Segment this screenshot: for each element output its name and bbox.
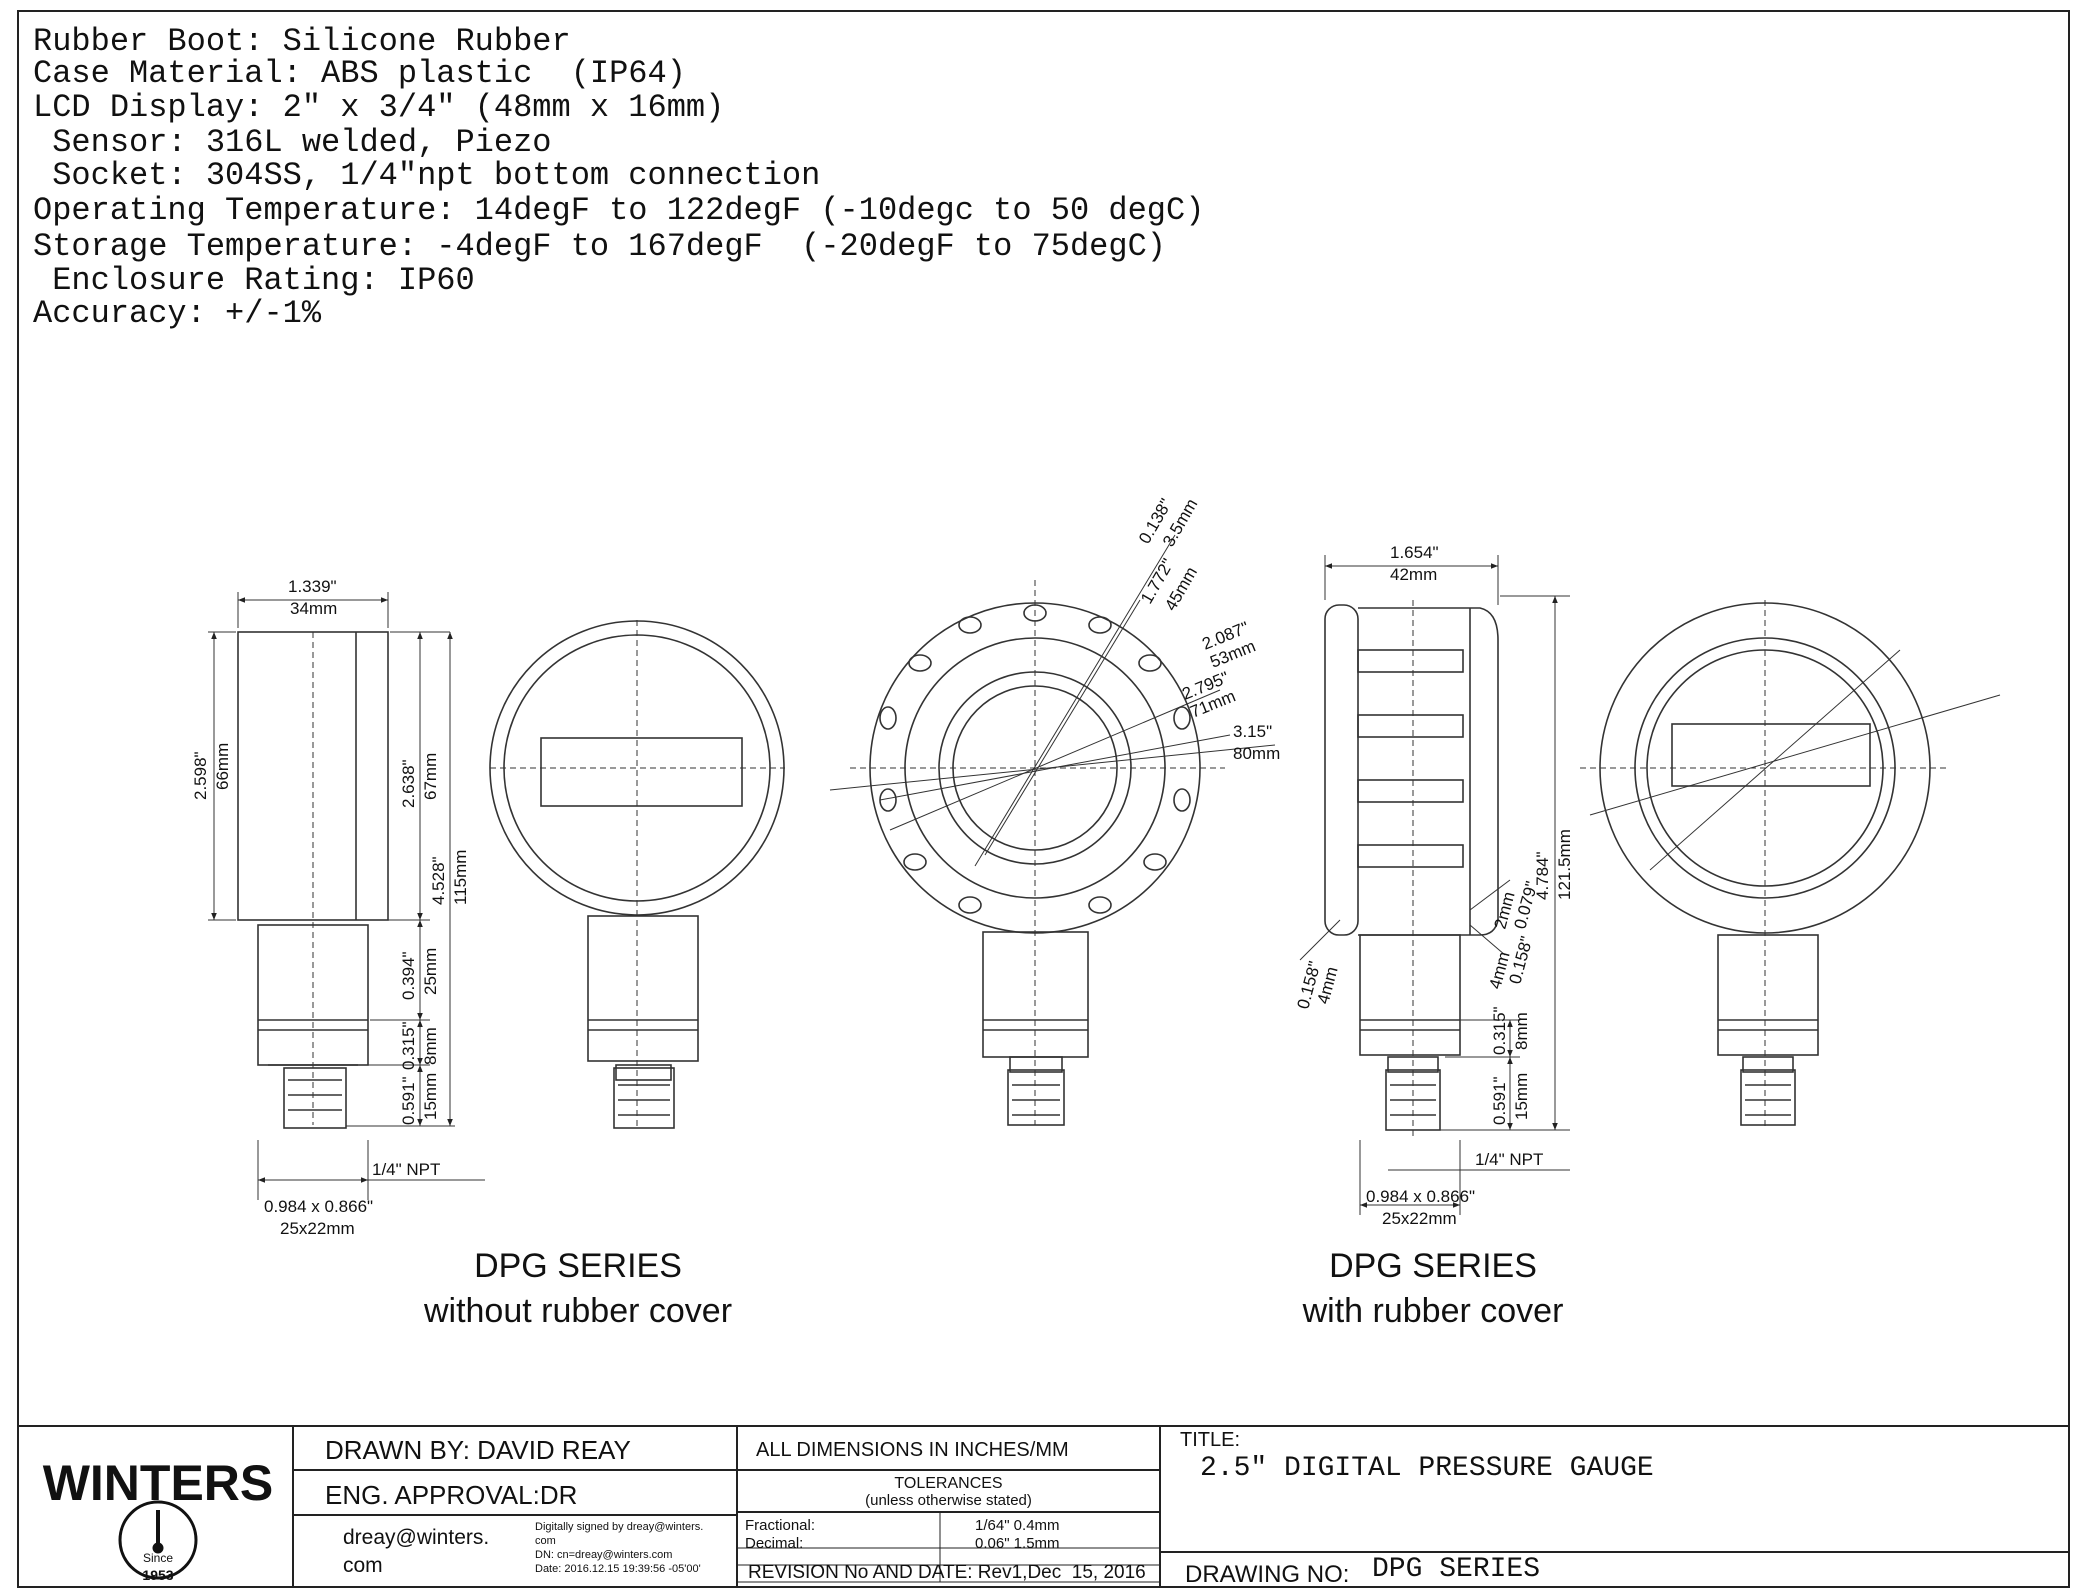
digital-signature: Date: 2016.12.15 19:39:56 -05'00' [535, 1563, 701, 1575]
dim-text: 115mm [451, 850, 470, 905]
logo-year: 1953 [142, 1567, 173, 1583]
fractional-label: Fractional: [745, 1517, 816, 1534]
center-back-view [829, 534, 1276, 1126]
dim-text: 1.339" [288, 577, 337, 596]
caption-title: DPG SERIES [1329, 1247, 1537, 1285]
spec-line: Accuracy: +/-1% [33, 295, 322, 332]
thread [283, 1067, 347, 1129]
dim-text: 80mm [1233, 744, 1280, 763]
dim-text: 25x22mm [280, 1219, 355, 1238]
spec-line: Case Material: ABS plastic (IP64) [33, 55, 686, 92]
logo-wordmark: WINTERS [43, 1455, 274, 1511]
logo-gauge-icon [118, 1500, 198, 1580]
dim-text: 2.598" [191, 751, 210, 800]
dim-text: 42mm [1390, 565, 1437, 584]
dim-text: 0.591" [1490, 1076, 1509, 1125]
spec-line: Socket: 304SS, 1/4"npt bottom connection [33, 157, 821, 194]
right-front-view [1580, 600, 2001, 1130]
dim-text: 3.15" [1233, 722, 1272, 741]
dim-text: 25mm [421, 948, 440, 995]
digital-signature: DN: cn=dreay@winters.com [535, 1549, 673, 1561]
tolerances-heading: TOLERANCES [894, 1475, 1003, 1492]
drawn-by: DRAWN BY: DAVID REAY [325, 1435, 631, 1465]
spec-line: Enclosure Rating: IP60 [33, 262, 475, 299]
left-side-view [208, 592, 485, 1200]
title-label: TITLE: [1180, 1429, 1241, 1451]
title-block-grid [17, 1425, 2068, 1588]
dim-text: 0.315" [399, 1021, 418, 1070]
dim-text: 4.528" [429, 856, 448, 905]
caption-title: DPG SERIES [474, 1247, 682, 1285]
spec-line: Storage Temperature: -4degF to 167degF (… [33, 228, 1166, 265]
dim-text: 8mm [421, 1027, 440, 1065]
dim-text: 1/4" NPT [372, 1160, 440, 1179]
fractional-value: 1/64" 0.4mm [975, 1517, 1060, 1534]
drawing-no-value: DPG SERIES [1372, 1554, 1541, 1585]
dim-text: 66mm [213, 743, 232, 790]
dim-text: 0.315" [1490, 1006, 1509, 1055]
dim-text: 15mm [421, 1073, 440, 1120]
lcd-window [540, 737, 743, 807]
drawing-title: 2.5" DIGITAL PRESSURE GAUGE [1200, 1453, 1654, 1484]
digital-signature: Digitally signed by dreay@winters. [535, 1521, 704, 1533]
caption-subtitle: without rubber cover [423, 1292, 732, 1330]
right-side-view [1299, 555, 1570, 1215]
logo-since: Since [143, 1551, 173, 1565]
dim-text: 4.784" [1533, 851, 1552, 900]
eng-approval: ENG. APPROVAL:DR [325, 1480, 578, 1510]
signer-email: com [343, 1554, 383, 1577]
drawing-no-label: DRAWING NO: [1185, 1561, 1350, 1588]
dim-text: 121.5mm [1555, 829, 1574, 900]
decimal-label: Decimal: [745, 1535, 804, 1552]
spec-line: Sensor: 316L welded, Piezo [33, 124, 552, 161]
dim-text: 15mm [1512, 1073, 1531, 1120]
left-front-view [489, 620, 785, 1129]
dim-text: 0.984 x 0.866" [1366, 1187, 1475, 1206]
spec-line: LCD Display: 2" x 3/4" (48mm x 16mm) [33, 89, 725, 126]
sheet-border [17, 10, 2070, 1588]
dim-text: 67mm [421, 753, 440, 800]
dim-text: 0.394" [399, 951, 418, 1000]
lcd-window [1671, 723, 1871, 787]
spec-line: Operating Temperature: 14degF to 122degF… [33, 192, 1205, 229]
spec-line: Rubber Boot: Silicone Rubber [33, 23, 571, 60]
dim-text: 34mm [290, 599, 337, 618]
dimension-units: ALL DIMENSIONS IN INCHES/MM [756, 1439, 1069, 1461]
dim-text: 25x22mm [1382, 1209, 1457, 1228]
dim-text: 1/4" NPT [1475, 1150, 1543, 1169]
cover-ribs [1357, 649, 1464, 868]
digital-signature: com [535, 1535, 556, 1547]
dim-text: 1.654" [1390, 543, 1439, 562]
tolerances-note: (unless otherwise stated) [865, 1492, 1032, 1509]
dim-text: 8mm [1512, 1012, 1531, 1050]
caption-subtitle: with rubber cover [1302, 1292, 1564, 1330]
dim-text: 0.591" [399, 1076, 418, 1125]
revision-info: REVISION No AND DATE: Rev1,Dec 15, 2016 [748, 1562, 1146, 1583]
dim-text: 0.984 x 0.866" [264, 1197, 373, 1216]
dim-text: 2.638" [399, 759, 418, 808]
signer-email: dreay@winters. [343, 1526, 490, 1549]
decimal-value: 0.06" 1.5mm [975, 1535, 1060, 1552]
